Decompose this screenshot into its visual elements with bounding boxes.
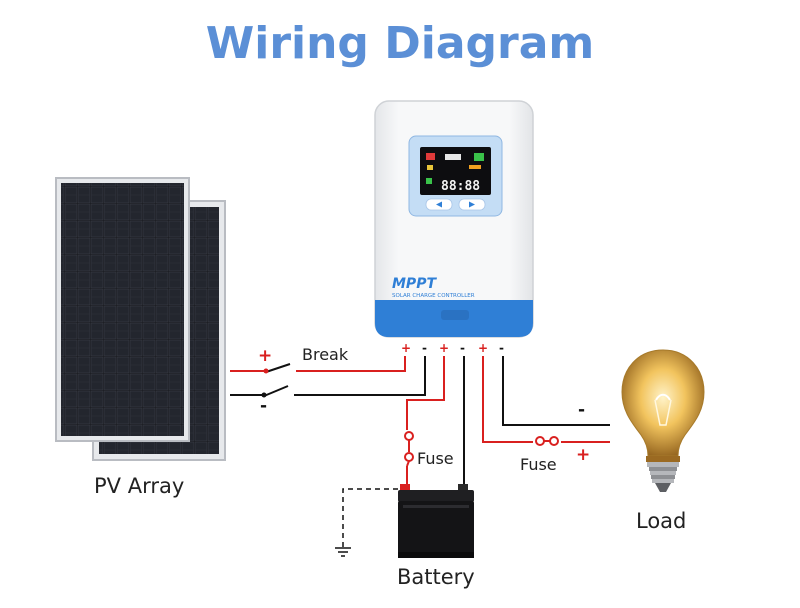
load-fuse-label: Fuse — [520, 455, 557, 474]
solar-panel-front — [55, 177, 190, 442]
terminal-pv-minus: - — [422, 341, 427, 355]
battery-wires — [406, 356, 465, 485]
right-arrow-icon — [469, 201, 475, 208]
light-bulb-icon — [621, 349, 705, 492]
controller-brand: MPPT — [392, 276, 437, 292]
controller-subtitle: SOLAR CHARGE CONTROLLER — [392, 293, 475, 299]
controller-display-value: 88:88 — [441, 179, 480, 194]
ground-icon — [335, 547, 351, 557]
terminal-pv-plus: + — [401, 341, 411, 355]
ground-wire — [342, 488, 398, 548]
diagram-title: Wiring Diagram — [205, 18, 595, 69]
battery-fuse-label: Fuse — [417, 449, 454, 468]
load-wires — [482, 356, 610, 443]
charge-controller: 88:88 MPPT SOLAR CHARGE CONTROLLER — [374, 100, 534, 338]
battery-fuse-icon — [404, 431, 414, 467]
terminal-bat-minus: - — [460, 341, 465, 355]
pv-array-label: PV Array — [94, 474, 185, 498]
terminal-load-plus: + — [478, 341, 488, 355]
battery-label: Battery — [397, 565, 475, 589]
terminal-labels: + - + - + - — [401, 341, 504, 355]
terminal-bat-plus: + — [439, 341, 449, 355]
pv-minus-marker: - — [260, 396, 268, 416]
pv-plus-marker: + — [258, 346, 273, 366]
break-label: Break — [302, 345, 349, 364]
battery-icon — [398, 484, 474, 558]
load-label: Load — [636, 509, 687, 533]
load-plus-marker: + — [576, 445, 591, 465]
load-fuse-icon — [535, 436, 559, 446]
pv-wires — [230, 356, 426, 397]
terminal-load-minus: - — [499, 341, 504, 355]
left-arrow-icon — [436, 201, 442, 208]
load-minus-marker: - — [578, 400, 586, 420]
